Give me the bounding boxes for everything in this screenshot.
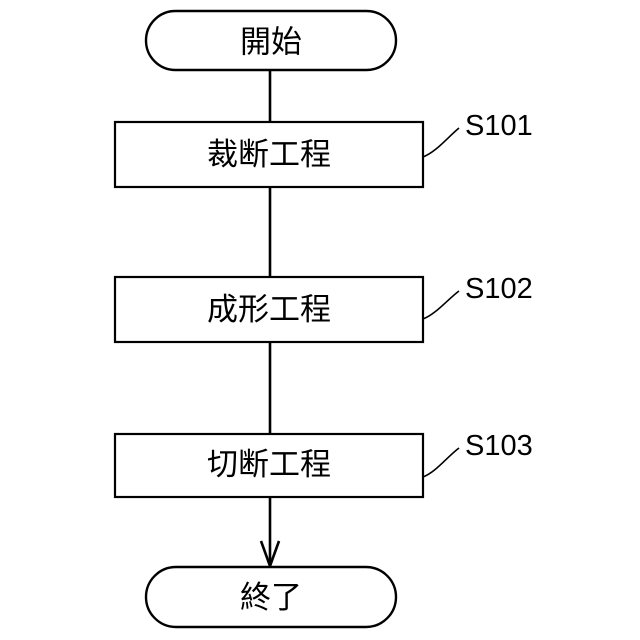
end-node-shape [144, 565, 398, 629]
s102-step-label-text: S102 [465, 273, 533, 305]
s103-leader-line [422, 447, 460, 478]
step-label-s103: S103 [422, 430, 533, 478]
start-node-shape [144, 9, 398, 72]
start-node-label: 開始 [240, 25, 302, 61]
s101-step-label-text: S101 [465, 110, 533, 142]
s103-node-shape [113, 432, 425, 499]
s101-node-shape [113, 120, 425, 189]
s103-step-label-text: S103 [465, 430, 533, 462]
s102-leader-line [422, 290, 460, 320]
node-end[interactable]: 終了 [144, 565, 398, 629]
end-node-label: 終了 [240, 580, 302, 616]
s101-node-label: 裁断工程 [207, 137, 331, 173]
s101-leader-line [422, 127, 460, 158]
s103-node-label: 切断工程 [207, 447, 331, 483]
node-start[interactable]: 開始 [144, 9, 398, 72]
node-s102[interactable]: 成形工程 [113, 275, 425, 344]
step-label-s102: S102 [422, 273, 533, 320]
s102-node-shape [113, 275, 425, 344]
node-s101[interactable]: 裁断工程 [113, 120, 425, 189]
s102-node-label: 成形工程 [207, 292, 331, 328]
step-label-s101: S101 [422, 110, 533, 158]
node-s103[interactable]: 切断工程 [113, 432, 425, 499]
